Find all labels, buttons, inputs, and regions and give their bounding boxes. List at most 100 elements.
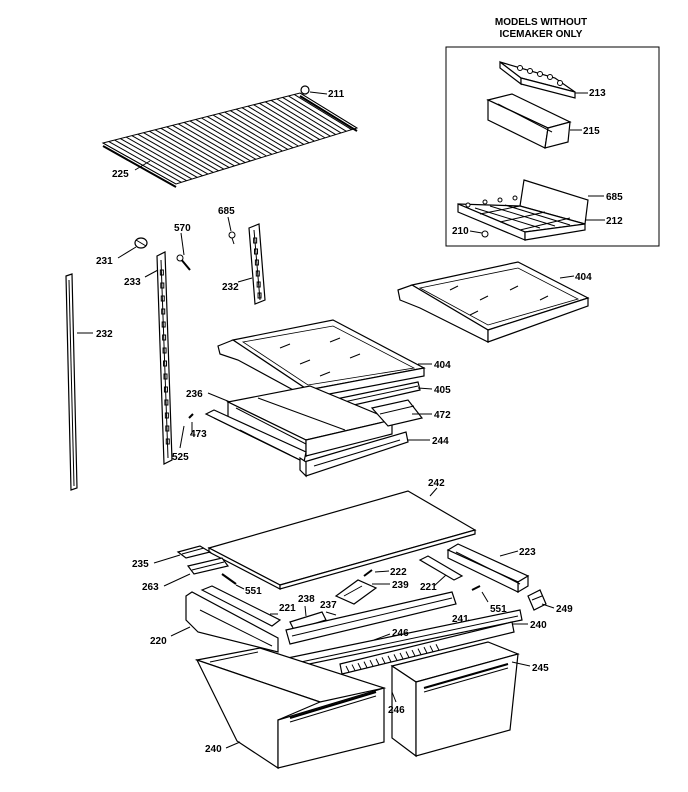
callout-404-right: 404 — [575, 272, 592, 283]
shelf-wire — [125, 136, 198, 178]
shelf-wire — [160, 127, 230, 168]
shelf-wire — [189, 120, 257, 160]
rail-slot — [162, 334, 167, 341]
shelf-wire — [131, 135, 203, 177]
trim-tooth — [351, 664, 356, 671]
trim-tooth — [399, 652, 404, 660]
shelf-wire — [288, 95, 347, 132]
callout-685-main: 685 — [218, 206, 235, 217]
callout-570: 570 — [174, 223, 191, 234]
callout-210: 210 — [452, 226, 469, 237]
callout-223: 223 — [519, 547, 536, 558]
shelf-wire — [253, 104, 315, 142]
callout-231: 231 — [96, 256, 113, 267]
shelf-wire — [102, 142, 177, 185]
bracket-239 — [334, 579, 378, 605]
bar-221-right — [418, 555, 464, 581]
rail-slot — [254, 259, 259, 266]
callout-221-right: 221 — [420, 582, 437, 593]
callout-245: 245 — [532, 663, 549, 674]
screw-685 — [228, 231, 236, 245]
trim-tooth — [387, 655, 392, 663]
shelf-wire — [293, 94, 352, 131]
callout-404-center: 404 — [434, 360, 451, 371]
crisper-drawer-right — [390, 641, 520, 758]
shelf-wire — [218, 113, 283, 152]
trim-tooth — [345, 665, 350, 673]
shelf-wire — [299, 92, 358, 129]
callout-238: 238 — [298, 594, 315, 605]
callout-239: 239 — [392, 580, 409, 591]
rail-slot — [255, 270, 260, 277]
rail-slot — [163, 373, 168, 380]
rail-slot — [256, 281, 261, 288]
callout-222: 222 — [390, 567, 407, 578]
trim-tooth — [393, 654, 398, 661]
shelf-wire — [201, 117, 267, 157]
shelf-wire — [241, 107, 305, 145]
rail-slot — [254, 248, 259, 255]
screw-231 — [134, 237, 148, 249]
bracket-263 — [186, 557, 230, 575]
callout-551-left: 551 — [245, 586, 262, 597]
shelf-wire — [224, 111, 289, 150]
shelf-wire — [230, 110, 294, 149]
shelf-wire — [114, 139, 187, 182]
shelf-wire — [137, 133, 209, 175]
rail-slot — [165, 425, 170, 432]
wire-shelf-part — [101, 92, 359, 188]
shelf-wire — [270, 99, 331, 137]
shelf-wire — [207, 116, 273, 155]
glass-shelf-right — [397, 261, 590, 343]
rail-slot — [164, 399, 169, 406]
callout-215: 215 — [583, 126, 600, 137]
callout-237: 237 — [320, 600, 337, 611]
crisper-drawer-left — [194, 647, 387, 770]
shelf-wire — [143, 132, 214, 173]
drawer-frame-244 — [204, 409, 409, 478]
rail-slot — [160, 282, 165, 289]
trim-240-upper — [339, 621, 515, 675]
rail-slot — [162, 347, 167, 354]
trim-tooth — [411, 649, 416, 657]
callout-240-bottom: 240 — [205, 744, 222, 755]
left-rail-232 — [65, 273, 78, 491]
rail-slot — [160, 295, 165, 302]
ice-bin-part — [486, 93, 572, 149]
callout-472: 472 — [434, 410, 451, 421]
callout-405: 405 — [434, 385, 451, 396]
rail-slot — [161, 321, 166, 328]
shelf-wire — [183, 121, 251, 162]
rail-slot — [161, 308, 166, 315]
rail-232-middle — [248, 223, 266, 305]
inset-panel: MODELS WITHOUT ICEMAKER ONLY 213 215 — [445, 17, 660, 247]
callout-225: 225 — [112, 169, 129, 180]
rail-233 — [156, 251, 173, 465]
trim-tooth — [405, 651, 410, 658]
rail-223 — [446, 543, 530, 594]
shelf-wire — [247, 105, 310, 144]
callout-232-left: 232 — [96, 329, 113, 340]
callout-246-upper: 246 — [392, 628, 409, 639]
rail-slot — [165, 438, 170, 445]
divider-237 — [285, 591, 457, 645]
screw-570 — [176, 254, 191, 271]
inset-title-line2: ICEMAKER ONLY — [500, 29, 583, 40]
shelf-wire — [154, 129, 225, 170]
shelf-wire — [149, 130, 219, 172]
rail-slot — [253, 237, 258, 244]
part-238 — [289, 611, 327, 631]
slide-472 — [370, 399, 424, 427]
trim-tooth — [423, 646, 428, 654]
rail-slot — [163, 360, 168, 367]
callout-211: 211 — [328, 89, 345, 100]
clip-249 — [527, 589, 547, 611]
trim-tooth — [429, 645, 434, 652]
callout-246-lower: 246 — [388, 705, 405, 716]
callout-473: 473 — [190, 429, 207, 440]
shelf-wire — [236, 108, 299, 147]
shelf-wire — [259, 102, 320, 140]
trim-tooth — [369, 659, 374, 667]
